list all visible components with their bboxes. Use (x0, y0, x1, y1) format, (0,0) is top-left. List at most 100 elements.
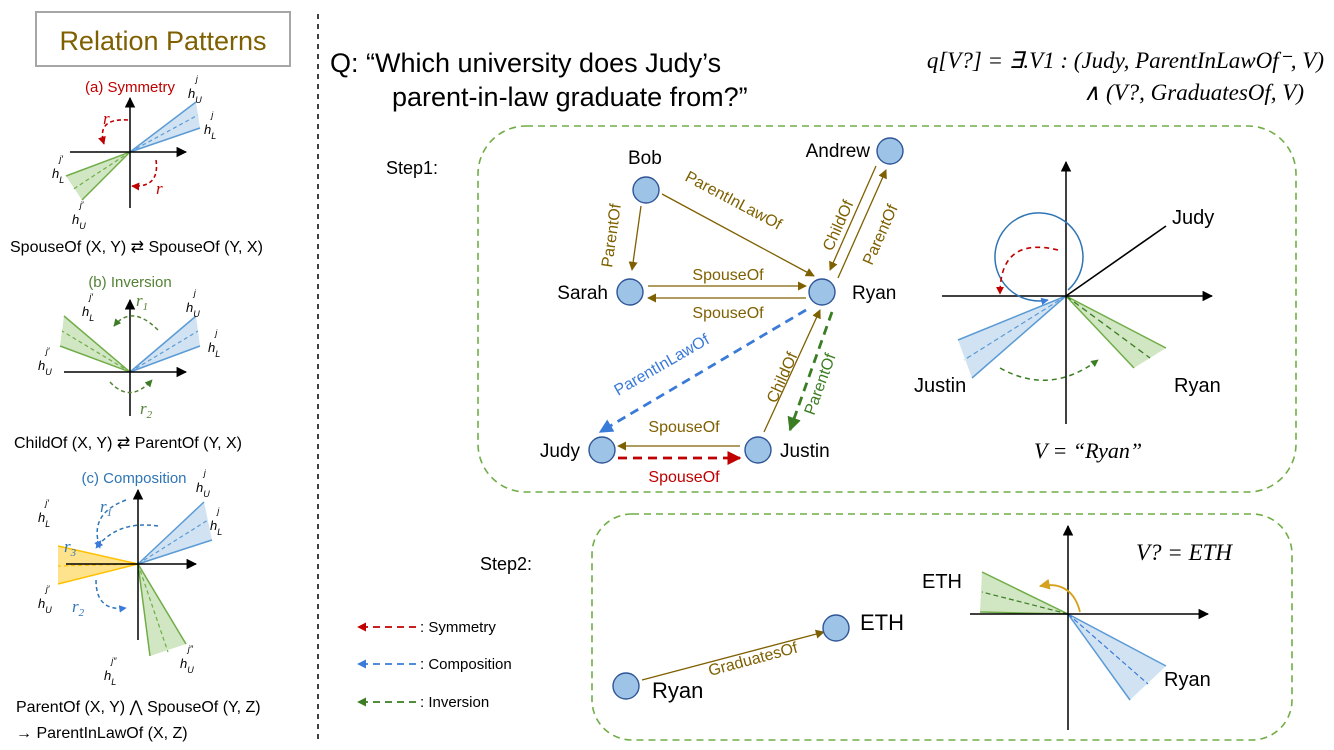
symmetry-rotation-arrow-1 (98, 119, 129, 145)
composition-label: (c) Composition (81, 470, 186, 487)
ryan-cone-bound-1 (1065, 295, 1135, 369)
composition-green-cone (138, 564, 186, 656)
inversion-pattern: (b) Inversion r1 r2 hLj′ hUj hLj hUj′ Ch… (14, 274, 242, 452)
composition-yellow-bound-2 (57, 563, 139, 585)
composition-rule-2: → ParentInLawOf (X, Z) (16, 725, 188, 742)
inversion-mirror-center (61, 330, 131, 373)
node-ryan (808, 278, 836, 306)
edge-bob-sarah (628, 205, 642, 271)
node-judy (588, 436, 616, 464)
legend-composition-label: : Composition (420, 656, 512, 673)
edge-label-graduatesof: GraduatesOf (707, 640, 800, 680)
edge-ryan-justin (787, 311, 834, 432)
node-label-sarah: Sarah (557, 283, 608, 304)
edge-bob-ryan (661, 193, 815, 277)
edge-andrew-ryan (829, 165, 877, 271)
symmetry-label: (a) Symmetry (85, 79, 176, 96)
inversion-rotation-arrow-2 (109, 379, 153, 394)
composition-rule-1: ParentOf (X, Y) ⋀ SpouseOf (Y, Z) (16, 699, 261, 716)
composition-h-u-j-dprime: hUj″ (180, 644, 194, 675)
node-label-judy: Judy (540, 441, 581, 462)
step2-ryan-cone-center (1067, 613, 1149, 685)
justin-cone-center (963, 295, 1067, 361)
symmetry-lower-bound (129, 127, 201, 153)
inversion-h-u-j: hUj (186, 288, 200, 319)
inversion-r2-label: r2 (140, 399, 153, 421)
composition-yellow-bound-1 (57, 545, 139, 565)
h-l-j-prime-label: hLj′ (52, 154, 64, 185)
symmetry-mirror-center (71, 151, 131, 191)
composition-green-center (137, 563, 169, 653)
composition-arrow-r3 (95, 524, 159, 549)
node-label-bob: Bob (628, 148, 662, 169)
step2-label: Step2: (480, 554, 532, 574)
inversion-mirror-bound-2 (59, 345, 131, 373)
justin-cone-bound-2 (971, 295, 1067, 379)
composition-h-l-j-prime: hLj′ (38, 498, 50, 529)
symmetry-r-label-2: r (156, 179, 163, 198)
composition-r2-label: r2 (72, 597, 85, 619)
query-formula-line-2: ∧ (V?, GraduatesOf, V) (1083, 80, 1304, 105)
symmetry-center-line (129, 114, 199, 153)
composition-h-u-j-prime: hUj′ (38, 584, 52, 615)
node-justin (744, 436, 772, 464)
question-line-1: Q: “Which university does Judy’s (330, 48, 721, 78)
legend-symmetry-label: : Symmetry (420, 619, 496, 636)
symmetry-rule: SpouseOf (X, Y) ⇄ SpouseOf (Y, X) (10, 239, 263, 256)
edge-ryan-eth (641, 629, 825, 681)
ryan-cone-bound-2 (1065, 295, 1167, 349)
symmetry-r-label-1: r (103, 109, 110, 128)
gold-rotation-arc (1038, 578, 1081, 613)
legend: : Symmetry : Composition : Inversion (357, 619, 512, 711)
inversion-upper-bound-1 (129, 315, 197, 373)
edge-label-judy-justin: SpouseOf (648, 469, 720, 486)
inversion-mirror-bound-1 (63, 315, 131, 373)
composition-upper-bound-1 (137, 501, 205, 565)
step1-embedding-plot: Judy Justin Ryan V = “Ryan” (914, 160, 1221, 463)
edge-label-bob-ryan: ParentInLawOf (682, 169, 785, 234)
plot-label-justin: Justin (914, 375, 966, 397)
inversion-label: (b) Inversion (88, 274, 171, 291)
h-l-j-label: hLj (204, 110, 216, 141)
node-label-ryan-step2: Ryan (652, 678, 703, 703)
node-sarah (616, 278, 644, 306)
eth-cone-bound-1 (981, 571, 1069, 615)
inversion-h-l-j: hLj (208, 328, 220, 359)
edge-ryan-andrew (837, 169, 887, 279)
composition-r3-label: r3 (64, 537, 77, 559)
step1-label: Step1: (386, 158, 438, 178)
question-line-2: parent-in-law graduate from?” (392, 82, 748, 112)
inversion-rotation-arrow-1 (113, 315, 159, 331)
legend-inversion-label: : Inversion (420, 694, 489, 711)
relation-patterns-panel: Relation Patterns (a) Symmetry r r hUj h… (10, 11, 291, 742)
inversion-upper-center (129, 330, 199, 373)
step1-graph: ParentOf ParentInLawOf ChildOf ParentOf … (540, 137, 904, 486)
node-bob (632, 176, 660, 204)
ryan-cone (1066, 296, 1166, 368)
node-eth (822, 614, 850, 642)
symmetry-upper-bound (129, 101, 197, 153)
edge-ryan-judy (598, 308, 807, 434)
composition-yellow-center (57, 563, 139, 567)
h-u-j-prime-label: hUj′ (72, 200, 86, 231)
justin-cone (958, 296, 1066, 378)
step2-graph: GraduatesOf Ryan ETH (612, 610, 904, 703)
node-label-ryan: Ryan (852, 283, 896, 304)
step1-answer: V = “Ryan” (1034, 438, 1142, 463)
inversion-r1-label: r1 (136, 291, 148, 313)
symmetry-mirror-bound-1 (65, 151, 131, 177)
blue-rotation-arc (994, 212, 1084, 306)
edge-label-sarah-ryan: SpouseOf (692, 267, 764, 284)
plot-label-ryan-step2: Ryan (1164, 669, 1211, 691)
composition-h-l-j-dprime: hLj″ (104, 656, 117, 687)
step1-box (477, 125, 1297, 493)
edge-label-justin-ryan: ChildOf (764, 349, 801, 405)
composition-arrow-r2 (95, 579, 127, 613)
composition-r1-label: r1 (100, 497, 112, 519)
h-u-j-label: hUj (188, 74, 202, 105)
step2-ryan-cone-bound-2 (1067, 613, 1167, 667)
plot-label-eth: ETH (922, 571, 962, 593)
step2-ryan-cone-bound-1 (1067, 613, 1131, 701)
red-rotation-arc (996, 246, 1059, 295)
